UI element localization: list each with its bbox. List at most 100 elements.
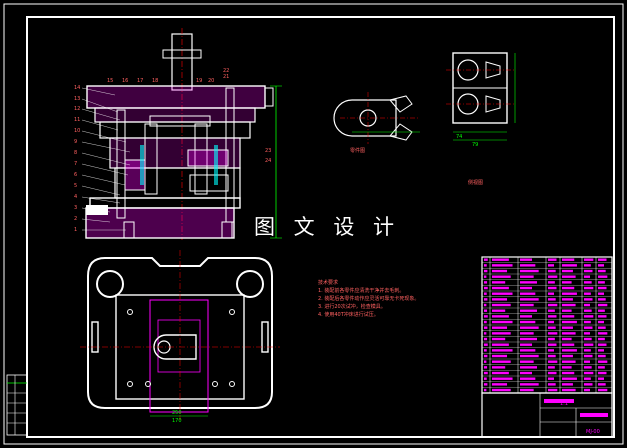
bom-cell-text <box>548 377 554 380</box>
bom-cell-text <box>562 258 575 261</box>
bom-cell-text <box>548 298 556 301</box>
bom-cell-text <box>548 371 557 375</box>
bom-cell-text <box>548 383 556 386</box>
bom-cell-text <box>520 383 539 386</box>
bom-cell-text <box>484 269 488 273</box>
bom-cell-text <box>548 315 557 318</box>
bom-cell-text <box>484 377 487 380</box>
bom-cell-text <box>484 264 487 267</box>
bom-cell-text <box>598 349 604 352</box>
bom-cell-text <box>520 298 539 301</box>
bom-cell-text <box>584 383 593 386</box>
bom-cell-text <box>492 286 509 290</box>
bom-cell-text <box>548 332 558 335</box>
bom-cell-text <box>584 377 591 380</box>
bom-cell-text <box>492 281 506 284</box>
bom-cell-text <box>562 320 577 324</box>
bom-cell-text <box>492 371 509 375</box>
bom-cell-text <box>484 326 488 329</box>
bom-cell-text <box>598 258 607 261</box>
bom-cell-text <box>492 360 511 363</box>
bom-cell-text <box>548 281 555 284</box>
drawing-scale: 1:1 <box>560 401 568 407</box>
plan-view: 250 170 <box>80 250 280 424</box>
bom-cell-text <box>548 292 554 295</box>
bom-cell-text <box>520 303 534 307</box>
bom-cell-text <box>548 366 555 369</box>
bom-cell-text <box>484 298 488 301</box>
bom-cell-text <box>548 264 554 267</box>
bom-cell-text <box>520 332 534 335</box>
bom-cell-text <box>520 292 536 295</box>
bom-cell-text <box>484 371 488 375</box>
bom-cell-text <box>492 383 508 386</box>
bom-cell-text <box>584 332 590 335</box>
side-view: 74 79 侧视图 <box>446 52 516 186</box>
bom-cell-text <box>492 258 509 261</box>
bom-cell-text <box>484 349 487 352</box>
bom-cell-text <box>562 298 573 301</box>
bom-cell-text <box>598 337 605 341</box>
bom-cell-text <box>598 326 606 329</box>
bom-cell-text <box>492 315 509 318</box>
bom-cell-text <box>562 360 576 363</box>
bom-cell-text <box>584 275 590 278</box>
label-14: 14 <box>74 85 80 91</box>
bom-cell-text <box>584 303 590 307</box>
bom-cell-text <box>484 343 488 346</box>
bom-cell-text <box>598 292 604 295</box>
bom-cell-text <box>562 303 576 307</box>
bom-cell-text <box>520 286 532 290</box>
bom-cell-text <box>584 258 594 261</box>
bom-cell-text <box>584 315 594 318</box>
bom-cell-text <box>548 349 554 352</box>
bom-cell-text <box>548 388 558 392</box>
bom-cell-text <box>484 332 487 335</box>
label-15: 15 <box>107 78 113 84</box>
bom-cell-text <box>484 286 488 290</box>
bom-cell-text <box>584 343 594 346</box>
top-labels: 15 16 17 18 19 20 21 22 23 24 <box>107 68 271 164</box>
label-2: 2 <box>74 216 77 222</box>
bom-cell-text <box>520 343 532 346</box>
bom-cell-text <box>548 258 557 261</box>
side-dim-1: 74 <box>456 134 462 140</box>
bom-cell-text <box>562 309 572 312</box>
bom-cell-text <box>520 377 536 380</box>
tech-req-line-4: 4. 使用40T冲床进行试压。 <box>318 311 379 318</box>
bom-cell-text <box>484 303 487 307</box>
label-6: 6 <box>74 172 77 178</box>
label-18: 18 <box>152 78 158 84</box>
bom-cell-text <box>584 281 592 284</box>
bom-cell-text <box>492 366 506 369</box>
bom-cell-text <box>492 303 511 307</box>
bom-cell-text <box>584 292 591 295</box>
label-11: 11 <box>74 117 80 123</box>
label-21: 21 <box>223 74 229 80</box>
leader-lines <box>81 87 131 231</box>
bom-cell-text <box>484 258 488 261</box>
bom-cell-text <box>484 388 487 392</box>
bom-cell-text <box>562 326 573 329</box>
bom-cell-text <box>562 371 575 375</box>
bom-cell-text <box>562 281 572 284</box>
bom-cell-text <box>562 315 575 318</box>
bom-cell-text <box>598 286 607 290</box>
part-number-labels: 14 13 12 11 10 9 8 7 6 5 4 3 2 1 <box>74 85 80 233</box>
bom-cell-text <box>584 264 591 267</box>
bom-cell-text <box>584 337 592 341</box>
bom-cell-text <box>548 343 557 346</box>
bom-cell-text <box>598 281 605 284</box>
bom-cell-text <box>520 326 539 329</box>
bom-cell-text <box>520 275 534 278</box>
front-section-view <box>85 28 282 240</box>
bom-cell-text <box>548 303 558 307</box>
label-20: 20 <box>208 78 214 84</box>
bom-cell-text <box>584 326 593 329</box>
bom-cell-text <box>520 354 539 358</box>
bill-of-materials: MJ-00 1:1 <box>481 256 613 438</box>
bom-cell-text <box>484 309 488 312</box>
bom-cell-text <box>548 269 556 273</box>
bom-cell-text <box>492 269 508 273</box>
